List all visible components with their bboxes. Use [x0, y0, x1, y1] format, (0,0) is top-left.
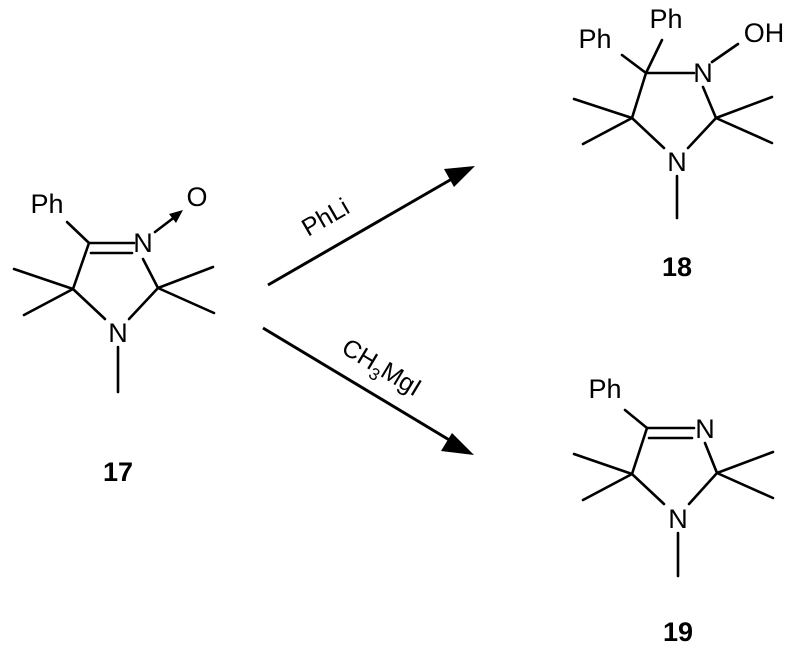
amine-nitrogen-label: N: [667, 147, 687, 177]
compound-number-18: 18: [662, 252, 692, 282]
bond: [644, 38, 664, 75]
bond: [127, 286, 160, 321]
imine-nitrogen-label: N: [695, 414, 715, 444]
bond: [71, 241, 91, 291]
phenyl-label: Ph: [588, 374, 621, 404]
bond: [581, 472, 634, 502]
bond: [65, 220, 91, 245]
n-oxide-arrowhead: [169, 210, 183, 223]
amine-nitrogen-label: N: [668, 504, 688, 534]
bond: [686, 116, 718, 150]
arrow-head: [441, 433, 474, 455]
hydroxyl-label: OH: [744, 18, 785, 48]
phenyl-label-a: Ph: [578, 24, 611, 54]
reagent-ch3mgi: CH3MgI: [334, 333, 426, 406]
bond: [22, 287, 75, 317]
arrow-head: [444, 166, 475, 187]
reagent-mgi: MgI: [376, 357, 426, 402]
bond: [581, 116, 634, 146]
bond: [141, 257, 160, 290]
reaction-arrow-bottom: CH3MgI: [262, 326, 474, 455]
bond: [630, 71, 648, 120]
bond: [620, 53, 648, 75]
bond: [701, 85, 718, 120]
bond: [630, 472, 666, 506]
bond: [71, 287, 107, 321]
bond: [156, 286, 216, 315]
reaction-arrow-top: PhLi: [267, 166, 475, 287]
bond: [156, 265, 215, 290]
bond: [703, 441, 719, 475]
arrow-shaft: [267, 174, 458, 287]
bond: [715, 450, 775, 475]
oxide-oxygen-label: O: [186, 182, 207, 212]
bond: [714, 95, 774, 120]
bond: [623, 408, 649, 430]
n-oxide-bond: [153, 214, 178, 234]
hydroxyl-nitrogen-label: N: [693, 58, 713, 88]
compound-19: Ph N N 19: [572, 374, 775, 647]
bond: [12, 267, 75, 291]
bond: [572, 97, 634, 120]
arrow-shaft: [262, 326, 457, 446]
bond: [687, 471, 719, 506]
compound-18: Ph Ph N OH N 18: [572, 4, 785, 282]
reagent-phli: PhLi: [297, 193, 354, 242]
bond: [572, 452, 634, 476]
compound-number-19: 19: [663, 617, 693, 647]
imine-nitrogen-label: N: [133, 228, 153, 258]
compound-17: Ph N O N 17: [12, 182, 216, 487]
amine-nitrogen-label: N: [108, 318, 128, 348]
bond: [715, 471, 775, 500]
phenyl-label: Ph: [30, 189, 63, 219]
bond: [630, 116, 666, 150]
bond: [710, 42, 740, 64]
phenyl-label-b: Ph: [649, 4, 682, 34]
bond: [630, 426, 649, 476]
bond: [714, 116, 774, 145]
compound-number-17: 17: [103, 457, 133, 487]
